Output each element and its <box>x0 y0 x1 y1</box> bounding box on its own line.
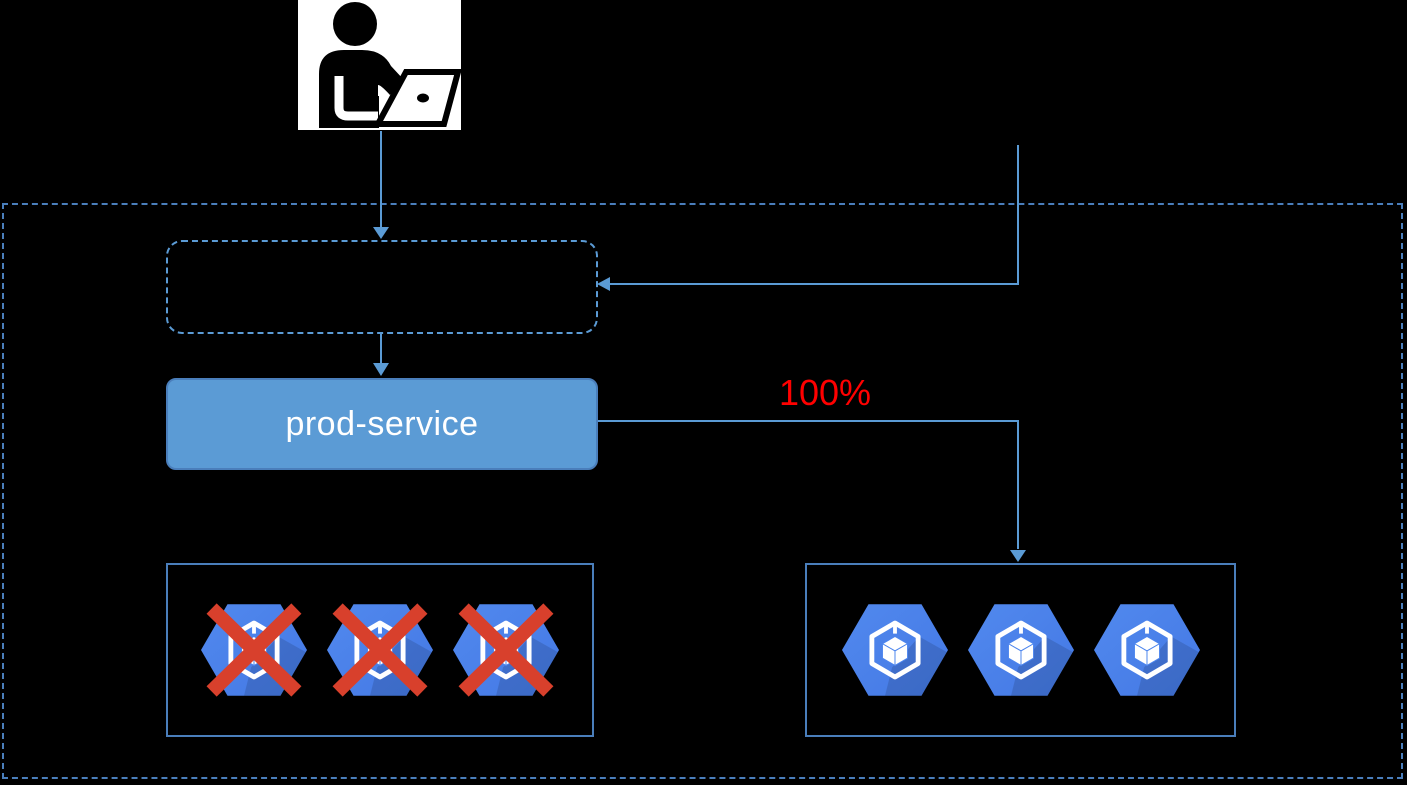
service-label: prod-service <box>285 404 479 443</box>
gke-hexagon-pod-icon <box>842 600 948 700</box>
traffic-percentage-label: 100% <box>778 372 872 413</box>
old-revision-box <box>166 563 594 737</box>
gke-hexagon-pod-icon <box>1094 600 1200 700</box>
gke-hexagon-pod-crossed-icon <box>453 600 559 700</box>
gke-hexagon-pod-crossed-icon <box>327 600 433 700</box>
gateway-box <box>166 240 598 334</box>
developer-at-laptop-icon <box>298 0 461 130</box>
gke-hexagon-pod-icon <box>968 600 1074 700</box>
gke-hexagon-pod-crossed-icon <box>201 600 307 700</box>
new-revision-box <box>805 563 1236 737</box>
service-node: prod-service <box>166 378 598 470</box>
